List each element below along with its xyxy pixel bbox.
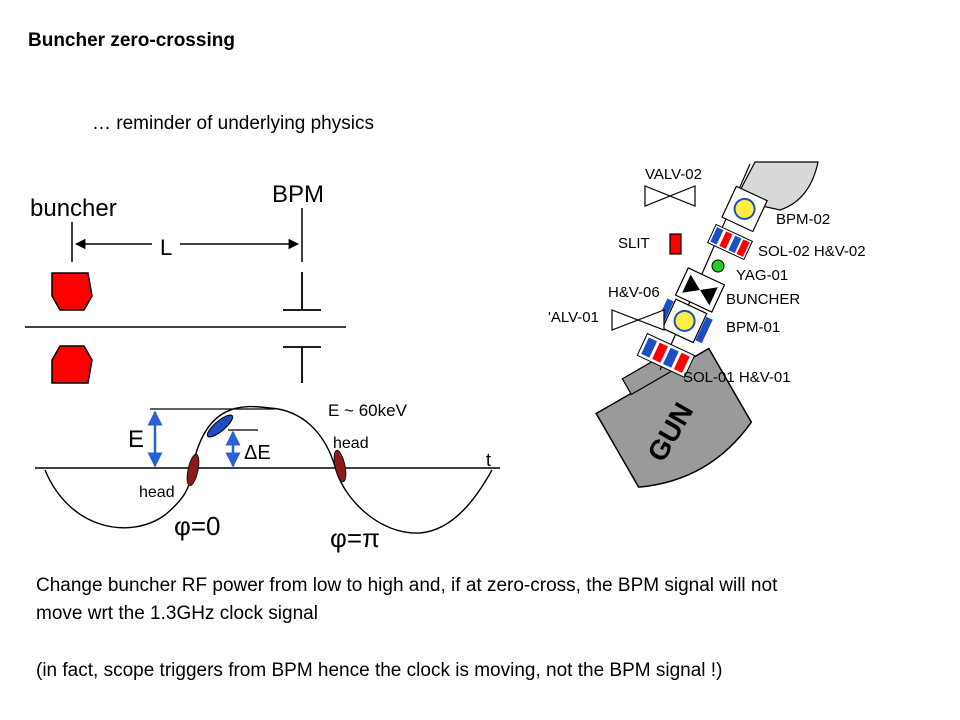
slit-icon [669,233,682,255]
valve-02-label: VALV-02 [645,166,702,183]
delta-energy-symbol: ΔE [244,442,271,464]
energy-symbol: E [128,426,144,453]
sol-01-label: SOL-01 H&V-01 [683,369,791,386]
bpm-label: BPM [272,181,324,208]
buncher-phase-schematic: buncher BPM L t E ΔE head head φ=0 φ=π [25,181,500,553]
valve-02-icon [644,185,696,207]
buncher-element-label: BUNCHER [726,291,800,308]
bpm-electrode-top-icon [283,272,321,311]
buncher-cavity-top-icon [51,272,93,311]
bpm-02-label: BPM-02 [776,211,830,228]
bpm-electrode-bottom-icon [283,346,321,383]
hv-06-label: H&V-06 [608,284,660,301]
sol-02-label: SOL-02 H&V-02 [758,243,866,260]
beamline-layout-diagram: GUN BPM-02 SOL-02 H&V-02 SLIT YAG-01 BUN… [548,161,866,488]
bpm-02-block [721,185,768,233]
valve-01-label: 'ALV-01 [548,309,599,326]
yag-01-label: YAG-01 [736,267,788,284]
caption-line-2: move wrt the 1.3GHz clock signal [36,603,318,624]
head-label-left: head [139,484,175,501]
energy-note: E ~ 60keV [328,401,407,420]
buncher-label: buncher [30,195,117,222]
bpm-01-block [656,298,713,344]
phase-pi-label: φ=π [330,523,380,553]
phase-zero-label: φ=0 [174,511,221,541]
valve-01-icon [611,309,665,331]
bpm-01-label: BPM-01 [726,319,780,336]
bunch-zero-phase-icon [186,453,200,487]
time-axis-label: t [486,450,491,470]
rf-wave-curve [44,405,493,534]
head-label-right: head [333,435,369,452]
slit-label: SLIT [618,235,650,252]
caption-line-3: (in fact, scope triggers from BPM hence … [36,660,723,681]
bunch-on-crest-icon [206,414,234,438]
buncher-cavity-bottom-icon [51,345,93,384]
caption-line-1: Change buncher RF power from low to high… [36,575,778,596]
page-title: Buncher zero-crossing [28,30,235,51]
yag-01-screen-icon [711,259,725,273]
buncher-cavity-block [674,267,726,313]
distance-label: L [160,235,172,260]
page-subtitle: … reminder of underlying physics [92,113,374,134]
sol-01-magnet [636,332,696,378]
sol-02-magnet [706,223,754,261]
bunch-pi-phase-icon [333,449,347,483]
